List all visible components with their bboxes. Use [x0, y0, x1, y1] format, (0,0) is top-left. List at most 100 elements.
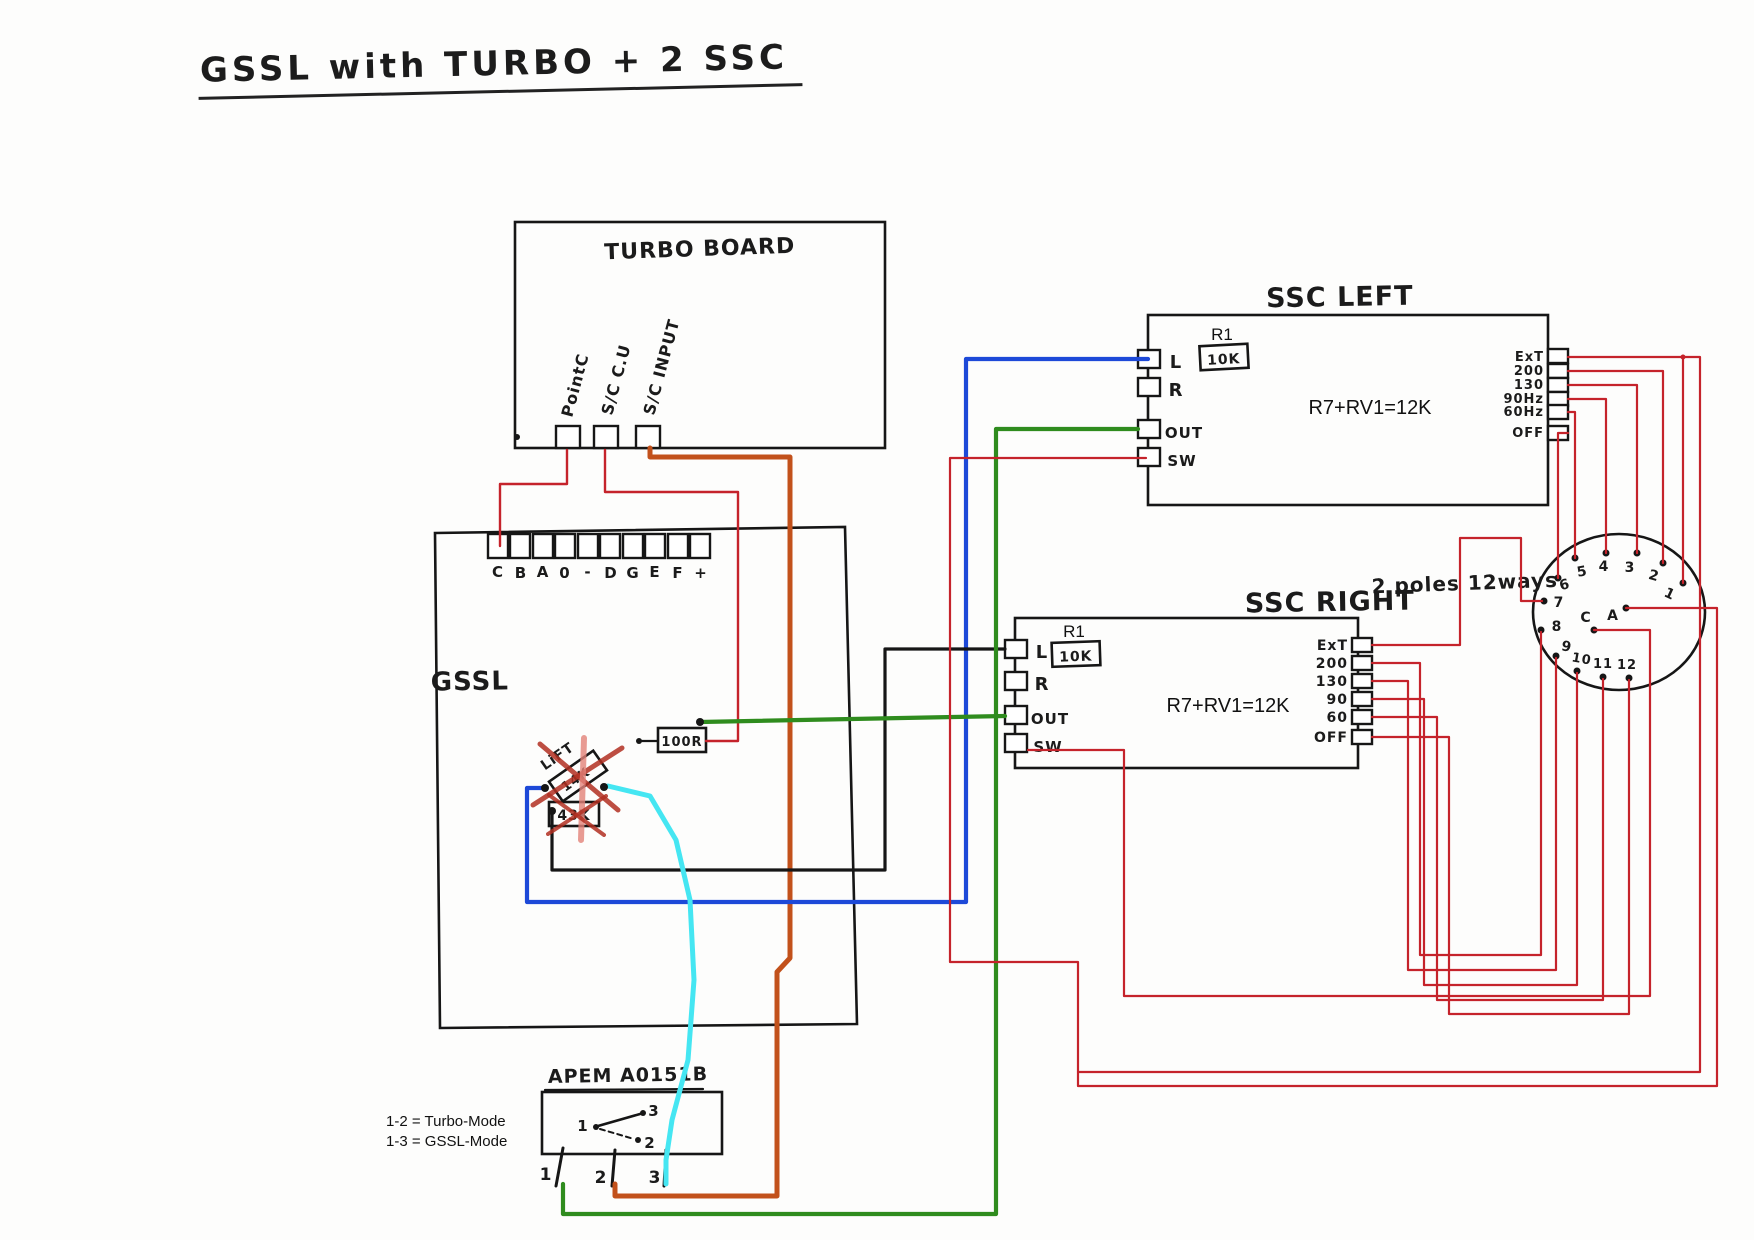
ssc-right-pin-r — [1003, 670, 1029, 692]
ssc-left-label-l: L — [1170, 352, 1182, 373]
ssc-right-label-130: 130 — [1316, 674, 1348, 690]
turbo-label-pointc: PointC — [558, 351, 593, 419]
ssc-right-label-l: L — [1036, 642, 1048, 663]
turbo-label-scinput: S/C INPUT — [640, 317, 684, 417]
apem-pin-label-1: 1 — [540, 1165, 553, 1185]
mode-note-13: 1-3 = GSSL-Mode — [386, 1133, 507, 1150]
junction-green2-end — [696, 718, 704, 726]
wire-red-sscleft-ext-long — [1076, 355, 1702, 1074]
ssc-left-10k-label: 10K — [1207, 351, 1241, 369]
wire-red-sscright-60-contact11 — [1370, 677, 1605, 1002]
wire-blue-cluster-to-sscleft-l — [524, 356, 1151, 905]
wire-red-sscleft-off-contact6 — [1556, 431, 1570, 580]
turbo-board-title: TURBO BOARD — [604, 234, 796, 266]
rotary-num-9: 9 — [1560, 638, 1573, 656]
apem-inner-2: 2 — [644, 1134, 655, 1152]
rotary-num-3: 3 — [1625, 560, 1636, 576]
wire-red-pointc-to-strip — [498, 448, 569, 548]
resistor-100r-label: 100R — [661, 735, 702, 750]
rotary-num-11: 11 — [1593, 657, 1613, 672]
gssl-strip-pin — [621, 532, 645, 560]
rotary-num-12: 12 — [1617, 658, 1637, 673]
gssl-strip-pin — [531, 532, 555, 560]
apem-pin-tick-2 — [610, 1148, 617, 1188]
gssl-box — [433, 525, 859, 1030]
turbo-pin-pointc — [554, 424, 582, 450]
wire-red-sscleft-90-contact4 — [1566, 397, 1608, 555]
wire-green-sscleft-out-to-apem1 — [560, 426, 1141, 1217]
ssc-right-pin-ext — [1350, 636, 1374, 654]
gssl-strip-pin — [508, 532, 532, 560]
ssc-right-label-ext: ExT — [1317, 638, 1348, 654]
ssc-right-pin-sw — [1003, 732, 1029, 754]
apem-inner-dot-2 — [635, 1137, 641, 1143]
gssl-strip-pin — [598, 532, 622, 560]
ssc-right-r1-label: R1 — [1063, 622, 1085, 641]
ssc-right-label-r: R — [1035, 674, 1050, 695]
junction-100r-left — [636, 738, 642, 744]
apem-pin-label-3: 3 — [649, 1168, 662, 1188]
ssc-left-pin-130 — [1546, 376, 1570, 394]
ssc-left-pin-60hz — [1546, 403, 1570, 421]
ssc-left-label-off: OFF — [1512, 426, 1544, 441]
rotary-contact-12 — [1625, 674, 1633, 682]
rotary-num-10: 10 — [1570, 650, 1592, 668]
mode-note-12: 1-2 = Turbo-Mode — [386, 1113, 506, 1130]
junction-black-start — [548, 807, 556, 815]
apem-inner-3: 3 — [648, 1102, 659, 1120]
strip-label-a: A — [537, 563, 550, 581]
apem-switch-arm — [596, 1112, 642, 1128]
ssc-left-pin-ext — [1546, 347, 1570, 365]
wire-black-cluster-to-sscright-l — [550, 647, 1007, 872]
gssl-title: GSSL — [431, 666, 510, 697]
ssc-right-pin-out — [1003, 704, 1029, 726]
ssc-right-label-90: 90 — [1327, 692, 1348, 708]
ssc-left-label-ext: ExT — [1515, 350, 1544, 365]
ssc-left-label-60hz: 60Hz — [1503, 405, 1544, 420]
wire-red-sscright-off-contact12 — [1370, 678, 1631, 1016]
rotary-num-4: 4 — [1599, 559, 1610, 575]
turbo-board-box — [513, 220, 887, 450]
ssc-left-label-90hz: 90Hz — [1503, 392, 1544, 407]
gssl-strip-pin — [688, 532, 712, 560]
ssc-left-label-200: 200 — [1514, 364, 1544, 379]
ssc-left-pin-out — [1136, 418, 1162, 440]
ssc-left-10k-box — [1198, 342, 1250, 372]
rotary-contact-7 — [1540, 597, 1548, 605]
crossout-stroke-5 — [547, 793, 606, 837]
strip-label-0: 0 — [559, 564, 570, 582]
rotary-label-a: A — [1607, 608, 1619, 624]
crossout-stroke-3 — [578, 735, 587, 843]
rotary-num-8: 8 — [1552, 619, 1563, 635]
rotary-num-6: 6 — [1558, 576, 1573, 594]
ssc-right-pin-200 — [1350, 654, 1374, 672]
ssc-right-label-off: OFF — [1314, 730, 1348, 746]
strip-label-c: C — [492, 563, 504, 581]
wire-red-sscright-200-contact8 — [1370, 630, 1543, 957]
ssc-right-r7rv1-label: R7+RV1=12K — [1166, 695, 1290, 717]
ssc-left-label-sw: SW — [1167, 452, 1196, 470]
strip-label-plus: + — [694, 564, 708, 582]
turbo-label-sccu: S/C C.U — [598, 342, 635, 417]
junction-blue-end — [541, 784, 549, 792]
wire-red-sscleft-130-contact3 — [1566, 383, 1639, 555]
gssl-strip-pin — [486, 532, 510, 560]
ssc-right-label-60: 60 — [1327, 710, 1348, 726]
ssc-left-label-out: OUT — [1165, 424, 1203, 442]
apem-pin-tick-1 — [554, 1146, 565, 1188]
strip-label-f: F — [672, 564, 683, 582]
wire-red-sscleft-60-contact5 — [1566, 410, 1577, 560]
rotary-contact-8 — [1537, 626, 1545, 634]
wire-red-sscright-130-contact9 — [1370, 656, 1558, 972]
ssc-right-10k-label: 10K — [1059, 648, 1093, 665]
rotary-label-c: C — [1580, 610, 1591, 626]
strip-label-e: E — [649, 563, 660, 581]
rotary-num-5: 5 — [1576, 563, 1589, 581]
strip-label-d: D — [604, 564, 617, 582]
ssc-right-label-sw: SW — [1033, 738, 1062, 756]
gssl-strip-pin — [666, 532, 690, 560]
ssc-right-pin-60 — [1350, 708, 1374, 726]
ssc-right-pin-off — [1350, 728, 1374, 746]
wire-red-pole-c-loop — [1026, 628, 1652, 998]
